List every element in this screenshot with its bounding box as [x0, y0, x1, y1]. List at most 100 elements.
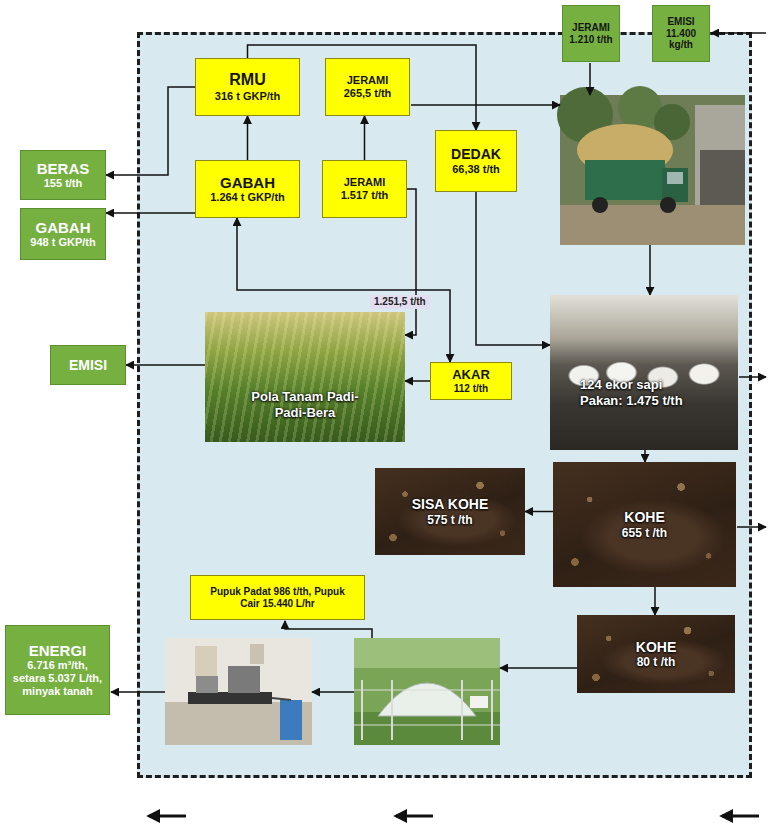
box-heading: 124 ekor sapi — [580, 377, 728, 392]
biogas-photo — [361, 680, 363, 740]
box-heading: GABAH — [201, 174, 294, 192]
biogas-photo — [461, 680, 463, 740]
flow-arrow — [126, 364, 205, 366]
box-text: 575 t /th — [380, 513, 520, 527]
biogas-photo — [354, 638, 500, 745]
flow-line — [737, 526, 766, 528]
box-text: 948 t GKP/th — [26, 236, 100, 249]
flow-arrow — [405, 380, 430, 382]
stove-photo — [250, 644, 264, 664]
box-heading: DEDAK — [441, 146, 511, 163]
box-heading: AKAR — [436, 367, 506, 382]
flow-line — [711, 32, 766, 34]
box-text: 1.517 t/th — [328, 189, 401, 202]
stove-photo — [195, 646, 217, 676]
output-box: EMISI — [50, 345, 126, 385]
box-heading: JERAMI — [568, 22, 614, 34]
box-heading: EMISI — [658, 16, 704, 28]
biogas-photo — [354, 690, 500, 691]
box-text: 80 t /th — [582, 655, 730, 669]
box-heading: RMU — [201, 71, 294, 90]
box-text: 6.716 m³/th, setara 5.037 L/th, minyak t… — [11, 659, 104, 698]
flow-arrow — [654, 587, 656, 615]
truck-photo — [667, 172, 683, 184]
photo-panel: KOHE80 t /th — [577, 615, 735, 693]
box-text: 66,38 t/th — [441, 163, 511, 176]
box-text: EMISI — [56, 357, 120, 374]
box-heading: ENERGI — [11, 642, 104, 660]
process-box: DEDAK66,38 t/th — [435, 130, 517, 192]
stove-photo — [228, 666, 260, 693]
flow-line — [411, 104, 560, 106]
biogas-photo — [491, 680, 493, 740]
photo-panel: Pola Tanam Padi-Padi-Bera — [205, 312, 405, 442]
flow-arrow — [106, 212, 195, 214]
biogas-photo — [354, 712, 500, 745]
flow-line — [312, 691, 354, 693]
direction-arrow — [149, 815, 186, 818]
flow-line — [649, 245, 651, 295]
output-box: ENERGI6.716 m³/th, setara 5.037 L/th, mi… — [5, 625, 110, 715]
input-box: EMISI11.400 kg/th — [652, 5, 710, 62]
box-text: Pola Tanam Padi-Padi-Bera — [245, 389, 365, 420]
process-box: GABAH1.264 t GKP/th — [195, 160, 300, 218]
photo-panel: KOHE655 t /th — [553, 462, 736, 587]
truck-photo — [585, 160, 665, 200]
photo-panel: SISA KOHE575 t /th — [375, 468, 525, 555]
flow-arrow — [476, 192, 550, 345]
biogas-photo — [354, 638, 500, 668]
process-box: JERAMI265,5 t/th — [325, 58, 410, 116]
box-text: Pupuk Padat 986 t/th, Pupuk Cair 15.440 … — [205, 586, 350, 610]
flow-line — [111, 33, 766, 692]
process-box: RMU316 t GKP/th — [195, 58, 300, 116]
box-heading: KOHE — [558, 509, 731, 526]
box-text: 1.210 t/th — [568, 34, 614, 46]
box-text: 112 t/th — [436, 383, 506, 395]
box-text: 316 t GKP/th — [201, 90, 294, 103]
truck-photo — [557, 86, 745, 245]
process-box: JERAMI1.517 t/th — [322, 160, 407, 218]
photo-panel: 124 ekor sapiPakan: 1.475 t/th — [550, 295, 738, 450]
box-heading: BERAS — [26, 160, 100, 178]
biogas-photo — [391, 680, 393, 740]
flow-label: 1.251,5 t/th — [370, 295, 430, 309]
stove-photo — [188, 692, 272, 704]
truck-photo — [662, 168, 688, 202]
truck-photo — [695, 105, 745, 215]
box-heading: JERAMI — [328, 176, 401, 189]
biogas-photo — [354, 638, 500, 745]
truck-photo — [660, 197, 676, 213]
truck-photo — [700, 150, 745, 210]
flow-arrow — [525, 511, 553, 513]
process-box: Pupuk Padat 986 t/th, Pupuk Cair 15.440 … — [190, 575, 365, 620]
flow-arrow — [644, 450, 646, 462]
direction-arrow — [396, 815, 433, 818]
flow-arrow — [106, 87, 195, 175]
stove-photo — [165, 638, 312, 745]
flow-arrow — [247, 116, 249, 160]
direction-arrow — [722, 815, 759, 818]
stove-photo — [165, 638, 312, 745]
stove-photo — [196, 676, 218, 693]
box-text: 155 t/th — [26, 177, 100, 190]
flow-arrow — [364, 116, 366, 160]
stove-photo — [272, 698, 291, 700]
direction-arrow — [149, 815, 759, 818]
box-heading: JERAMI — [331, 74, 404, 87]
flow-line — [500, 667, 577, 669]
biogas-photo — [470, 696, 488, 708]
truck-photo — [560, 205, 745, 245]
flow-line — [285, 621, 372, 638]
box-heading: KOHE — [582, 639, 730, 656]
process-box: AKAR112 t/th — [430, 362, 512, 400]
box-text: Pakan: 1.475 t/th — [580, 393, 728, 408]
input-box: JERAMI1.210 t/th — [562, 5, 620, 62]
output-box: BERAS155 t/th — [20, 150, 106, 200]
flow-line — [589, 63, 591, 95]
flow-line — [111, 691, 165, 693]
box-heading: SISA KOHE — [380, 496, 520, 513]
flow-line — [739, 376, 766, 378]
truck-photo — [592, 197, 608, 213]
box-heading: GABAH — [26, 219, 100, 237]
